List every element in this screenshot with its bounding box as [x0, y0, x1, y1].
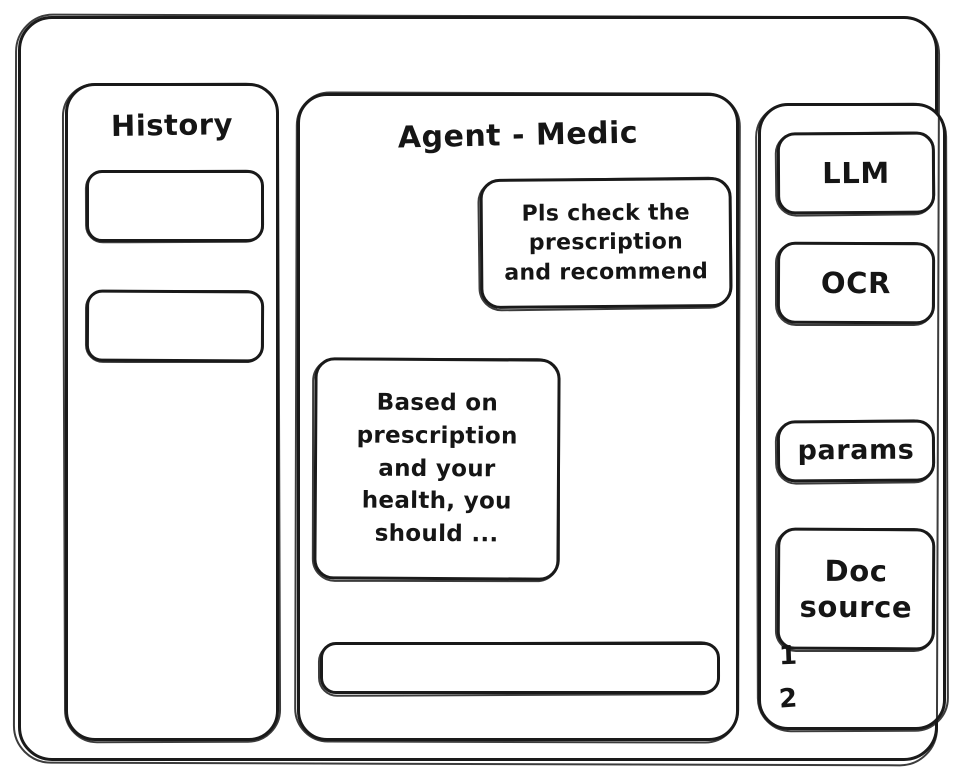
history-panel-title: History — [110, 107, 234, 143]
agent-title: Agent - Medic — [397, 115, 639, 156]
app-window-frame: History Agent - Medic Pls check the pres… — [18, 16, 946, 761]
tool-button-llm[interactable]: LLM — [776, 131, 936, 215]
tool-button-ocr[interactable]: OCR — [776, 241, 936, 325]
agent-message-bubble: Based on prescription and your health, y… — [313, 357, 561, 581]
agent-chat-panel: Agent - Medic Pls check the prescription… — [297, 93, 739, 741]
tool-button-label: OCR — [820, 265, 892, 301]
tools-panel: LLM OCR params Doc source 1 2 — [758, 103, 946, 730]
user-message-bubble: Pls check the prescription and recommend — [479, 177, 733, 309]
tool-button-doc-source[interactable]: Doc source — [776, 527, 936, 651]
doc-source-list-item[interactable]: 1 — [778, 640, 799, 672]
tool-button-params[interactable]: params — [776, 419, 936, 483]
history-list-item[interactable] — [85, 289, 265, 363]
tool-button-label: Doc source — [799, 553, 913, 625]
tool-button-label: LLM — [822, 155, 890, 191]
history-panel: History — [65, 83, 279, 741]
agent-message-text: Based on prescription and your health, y… — [356, 389, 518, 548]
tool-button-label: params — [797, 434, 915, 467]
history-list-item[interactable] — [86, 170, 264, 242]
message-input[interactable] — [320, 642, 720, 694]
doc-source-list-item[interactable]: 2 — [777, 683, 799, 715]
user-message-text: Pls check the prescription and recommend — [504, 200, 709, 286]
